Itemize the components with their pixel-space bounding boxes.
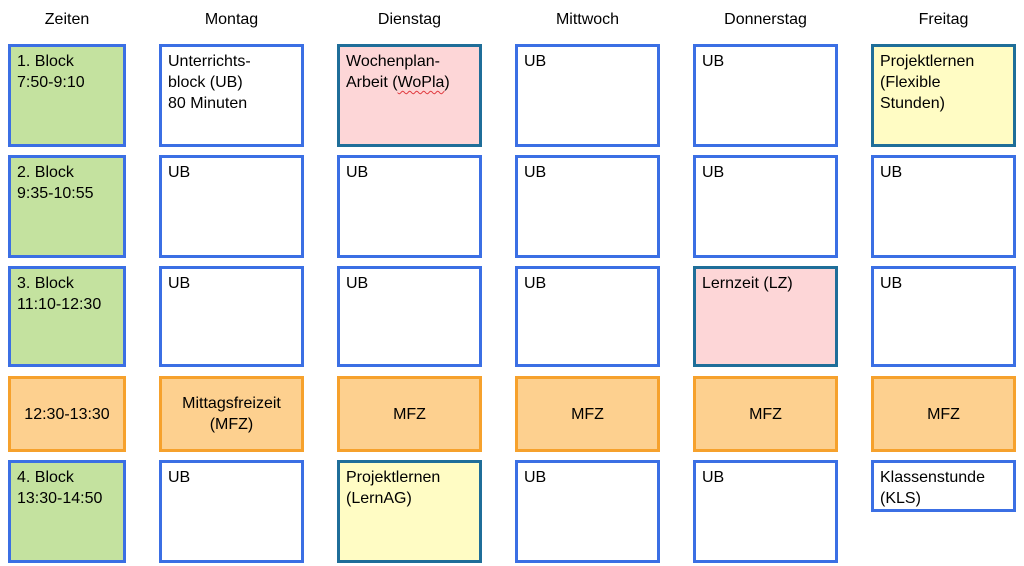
header-dienstag: Dienstag [377,11,442,28]
time-cell-block-2: 2. Block 9:35-10:55 [8,155,126,258]
cell-freitag-block-2: UB [871,155,1016,258]
wopla-suffix: ) [444,74,450,91]
time-cell-lunch: 12:30-13:30 [8,376,126,452]
cell-freitag-block-4: Klassenstunde (KLS) [871,460,1016,512]
cell-montag-block-1: Unterrichts- block (UB) 80 Minuten [159,44,304,147]
cell-dienstag-block-3: UB [337,266,482,367]
cell-donnerstag-block-4: UB [693,460,838,563]
time-cell-block-3: 3. Block 11:10-12:30 [8,266,126,367]
cell-donnerstag-block-1: UB [693,44,838,147]
cell-freitag-block-1: Projektlernen (Flexible Stunden) [871,44,1016,147]
cell-donnerstag-lunch: MFZ [693,376,838,452]
cell-montag-block-2: UB [159,155,304,258]
cell-mittwoch-block-2: UB [515,155,660,258]
wopla-line-1: Wochenplan- [346,53,440,70]
wopla-spellcheck-word: WoPla [397,74,445,91]
header-zeiten: Zeiten [44,11,90,28]
cell-mittwoch-block-1: UB [515,44,660,147]
cell-donnerstag-block-2: UB [693,155,838,258]
header-freitag: Freitag [918,11,969,28]
cell-montag-block-4: UB [159,460,304,563]
cell-donnerstag-block-3: Lernzeit (LZ) [693,266,838,367]
cell-dienstag-block-4: Projektlernen (LernAG) [337,460,482,563]
cell-freitag-block-3: UB [871,266,1016,367]
cell-mittwoch-block-4: UB [515,460,660,563]
cell-freitag-lunch: MFZ [871,376,1016,452]
cell-mittwoch-block-3: UB [515,266,660,367]
cell-mittwoch-lunch: MFZ [515,376,660,452]
header-montag: Montag [204,11,259,28]
header-donnerstag: Donnerstag [724,11,807,28]
time-cell-block-1: 1. Block 7:50-9:10 [8,44,126,147]
cell-dienstag-lunch: MFZ [337,376,482,452]
time-cell-block-4: 4. Block 13:30-14:50 [8,460,126,563]
header-mittwoch: Mittwoch [555,11,620,28]
cell-montag-lunch: Mittagsfreizeit (MFZ) [159,376,304,452]
wopla-prefix: Arbeit ( [346,74,398,91]
cell-montag-block-3: UB [159,266,304,367]
cell-dienstag-block-2: UB [337,155,482,258]
cell-dienstag-block-1: Wochenplan- Arbeit (WoPla) [337,44,482,147]
